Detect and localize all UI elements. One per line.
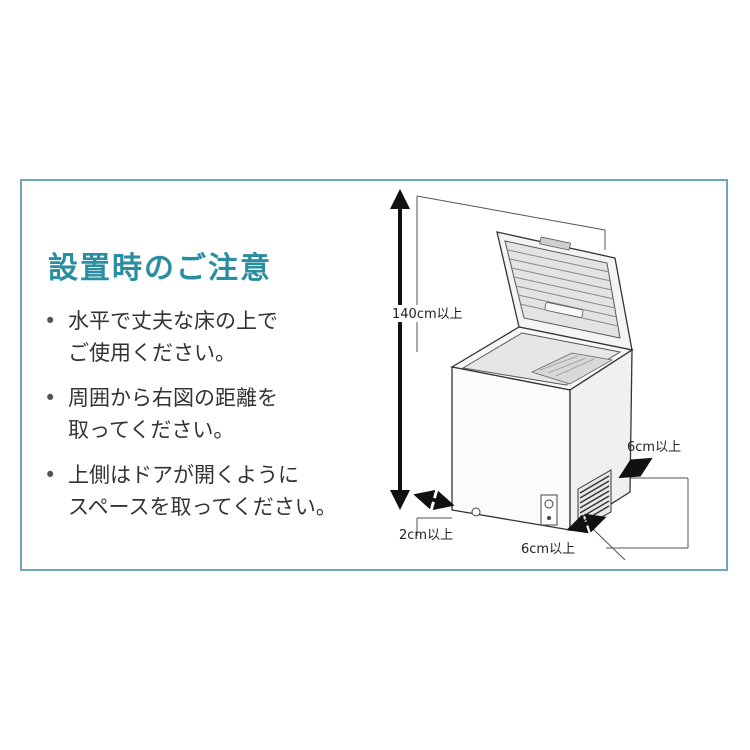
bullet-icon: • — [44, 463, 57, 487]
list-item: • 上側はドアが開くように スペースを取ってください。 — [44, 459, 337, 523]
note-line: 上側はドアが開くように — [68, 463, 299, 487]
note-line: ご使用ください。 — [68, 341, 236, 365]
note-line: 周囲から右図の距離を — [68, 386, 278, 410]
list-item: • 周囲から右図の距離を 取ってください。 — [44, 382, 337, 446]
chest-freezer — [450, 231, 634, 532]
top-clearance-label: 140cm以上 — [392, 307, 463, 322]
back-clearance-label: 6cm以上 — [627, 440, 681, 455]
right-clearance-label: 6cm以上 — [521, 542, 575, 557]
front-right-gap-arrow — [566, 513, 607, 534]
floor-lines — [416, 517, 626, 561]
bullet-icon: • — [44, 386, 57, 410]
note-line: 取ってください。 — [68, 418, 235, 442]
list-item: • 水平で丈夫な床の上で ご使用ください。 — [44, 305, 337, 369]
bullet-icon: • — [44, 309, 57, 333]
note-line: スペースを取ってください。 — [68, 495, 337, 519]
caution-list: • 水平で丈夫な床の上で ご使用ください。 • 周囲から右図の距離を 取ってくだ… — [44, 305, 337, 536]
back-right-gap-arrow — [618, 457, 653, 479]
note-line: 水平で丈夫な床の上で — [68, 309, 278, 333]
page-title: 設置時のご注意 — [48, 251, 272, 286]
left-clearance-label: 2cm以上 — [399, 528, 453, 543]
left-gap-arrow — [413, 489, 455, 511]
